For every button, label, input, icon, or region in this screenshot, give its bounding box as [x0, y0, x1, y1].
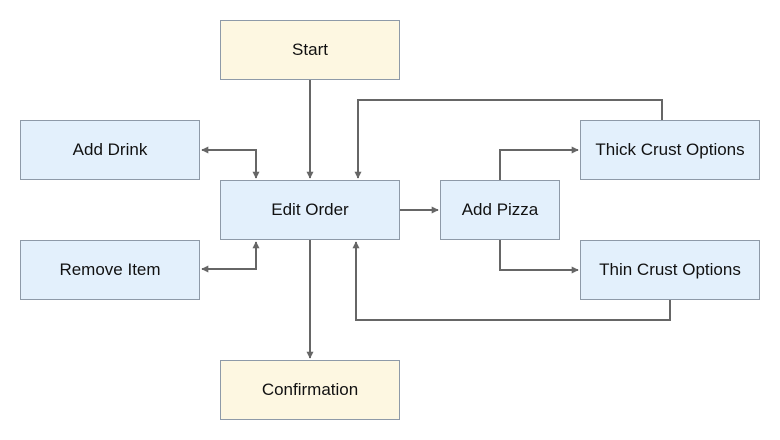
- node-confirmation-label: Confirmation: [261, 380, 359, 399]
- edge-remove-item-edit-order: [201, 241, 260, 273]
- node-remove-item: Remove Item: [20, 240, 200, 300]
- node-thick-crust-options-label: Thick Crust Options: [595, 140, 745, 159]
- node-thin-crust-options-label: Thin Crust Options: [599, 260, 741, 279]
- node-add-pizza-label: Add Pizza: [461, 200, 539, 219]
- node-thin-crust-options: Thin Crust Options: [580, 240, 760, 300]
- edge-thin-crust-to-edit-order: [352, 241, 671, 321]
- node-add-drink-label: Add Drink: [72, 140, 148, 159]
- node-add-pizza: Add Pizza: [440, 180, 560, 240]
- edge-add-drink-edit-order: [201, 146, 260, 179]
- edge-add-pizza-to-thin-crust: [499, 240, 579, 274]
- node-thick-crust-options: Thick Crust Options: [580, 120, 760, 180]
- node-start-label: Start: [292, 40, 328, 59]
- node-remove-item-label: Remove Item: [59, 260, 161, 279]
- edge-thick-crust-to-edit-order: [354, 99, 663, 179]
- node-edit-order: Edit Order: [220, 180, 400, 240]
- node-start: Start: [220, 20, 400, 80]
- node-add-drink: Add Drink: [20, 120, 200, 180]
- node-edit-order-label: Edit Order: [271, 200, 349, 219]
- node-confirmation: Confirmation: [220, 360, 400, 420]
- edge-add-pizza-to-thick-crust: [499, 146, 579, 180]
